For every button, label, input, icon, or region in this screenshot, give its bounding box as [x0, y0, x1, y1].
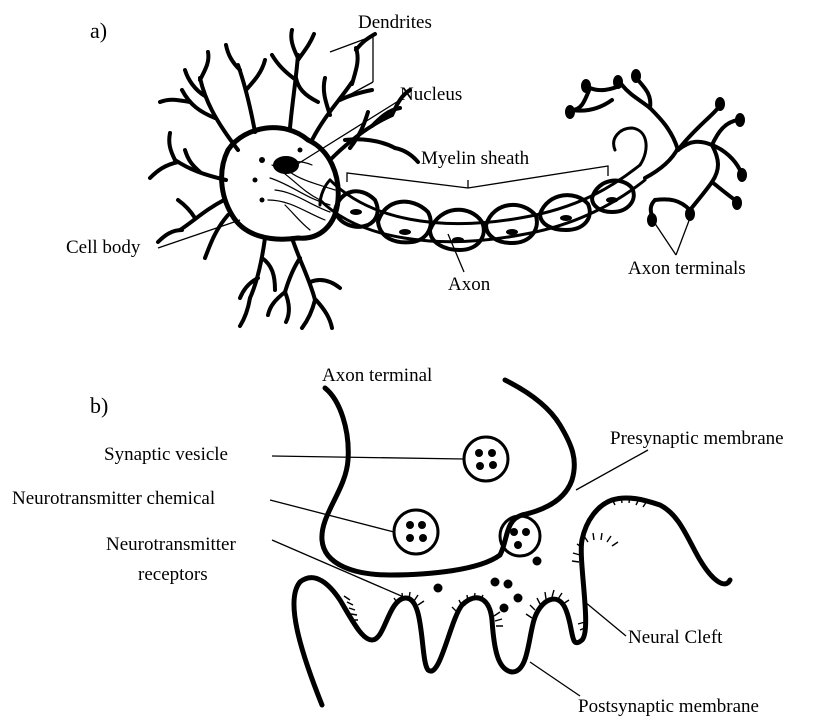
- label-axon-terminals: Axon terminals: [628, 258, 746, 279]
- receptors-leader: [272, 540, 406, 598]
- cell-body: [222, 128, 339, 240]
- synaptic-vesicle-leader: [272, 456, 464, 459]
- label-axon-terminal: Axon terminal: [322, 365, 432, 386]
- label-neural-cleft: Neural Cleft: [628, 627, 723, 648]
- axon-terminals-leaders: [654, 218, 690, 255]
- label-dendrites: Dendrites: [358, 12, 432, 33]
- panel-a-label: a): [90, 18, 107, 43]
- label-postsynaptic-membrane: Postsynaptic membrane: [578, 696, 759, 717]
- axon-curl: [614, 128, 646, 165]
- label-receptors-line2: receptors: [138, 564, 208, 585]
- label-nucleus: Nucleus: [400, 84, 462, 105]
- label-synaptic-vesicle: Synaptic vesicle: [104, 444, 228, 465]
- label-myelin-sheath: Myelin sheath: [421, 148, 530, 169]
- nucleus-leader: [296, 100, 400, 165]
- label-neurotransmitter-chemical: Neurotransmitter chemical: [12, 488, 215, 509]
- vesicle-2: [394, 510, 438, 554]
- label-presynaptic-membrane: Presynaptic membrane: [610, 428, 784, 449]
- axon-terminal-tree: [572, 80, 740, 216]
- label-cell-body: Cell body: [66, 237, 141, 258]
- label-receptors-line1: Neurotransmitter: [106, 534, 236, 555]
- presynaptic-membrane-leader: [576, 450, 648, 490]
- myelin-leaders: [347, 166, 608, 188]
- neural-cleft-leader: [585, 602, 626, 636]
- vesicle-1: [464, 437, 508, 481]
- label-axon: Axon: [448, 274, 491, 295]
- synaptic-vesicles: [394, 437, 540, 556]
- nucleus: [273, 156, 299, 174]
- panel-b-label: b): [90, 393, 108, 418]
- dendrites: [150, 30, 418, 328]
- postsynaptic-membrane-leader: [530, 662, 580, 696]
